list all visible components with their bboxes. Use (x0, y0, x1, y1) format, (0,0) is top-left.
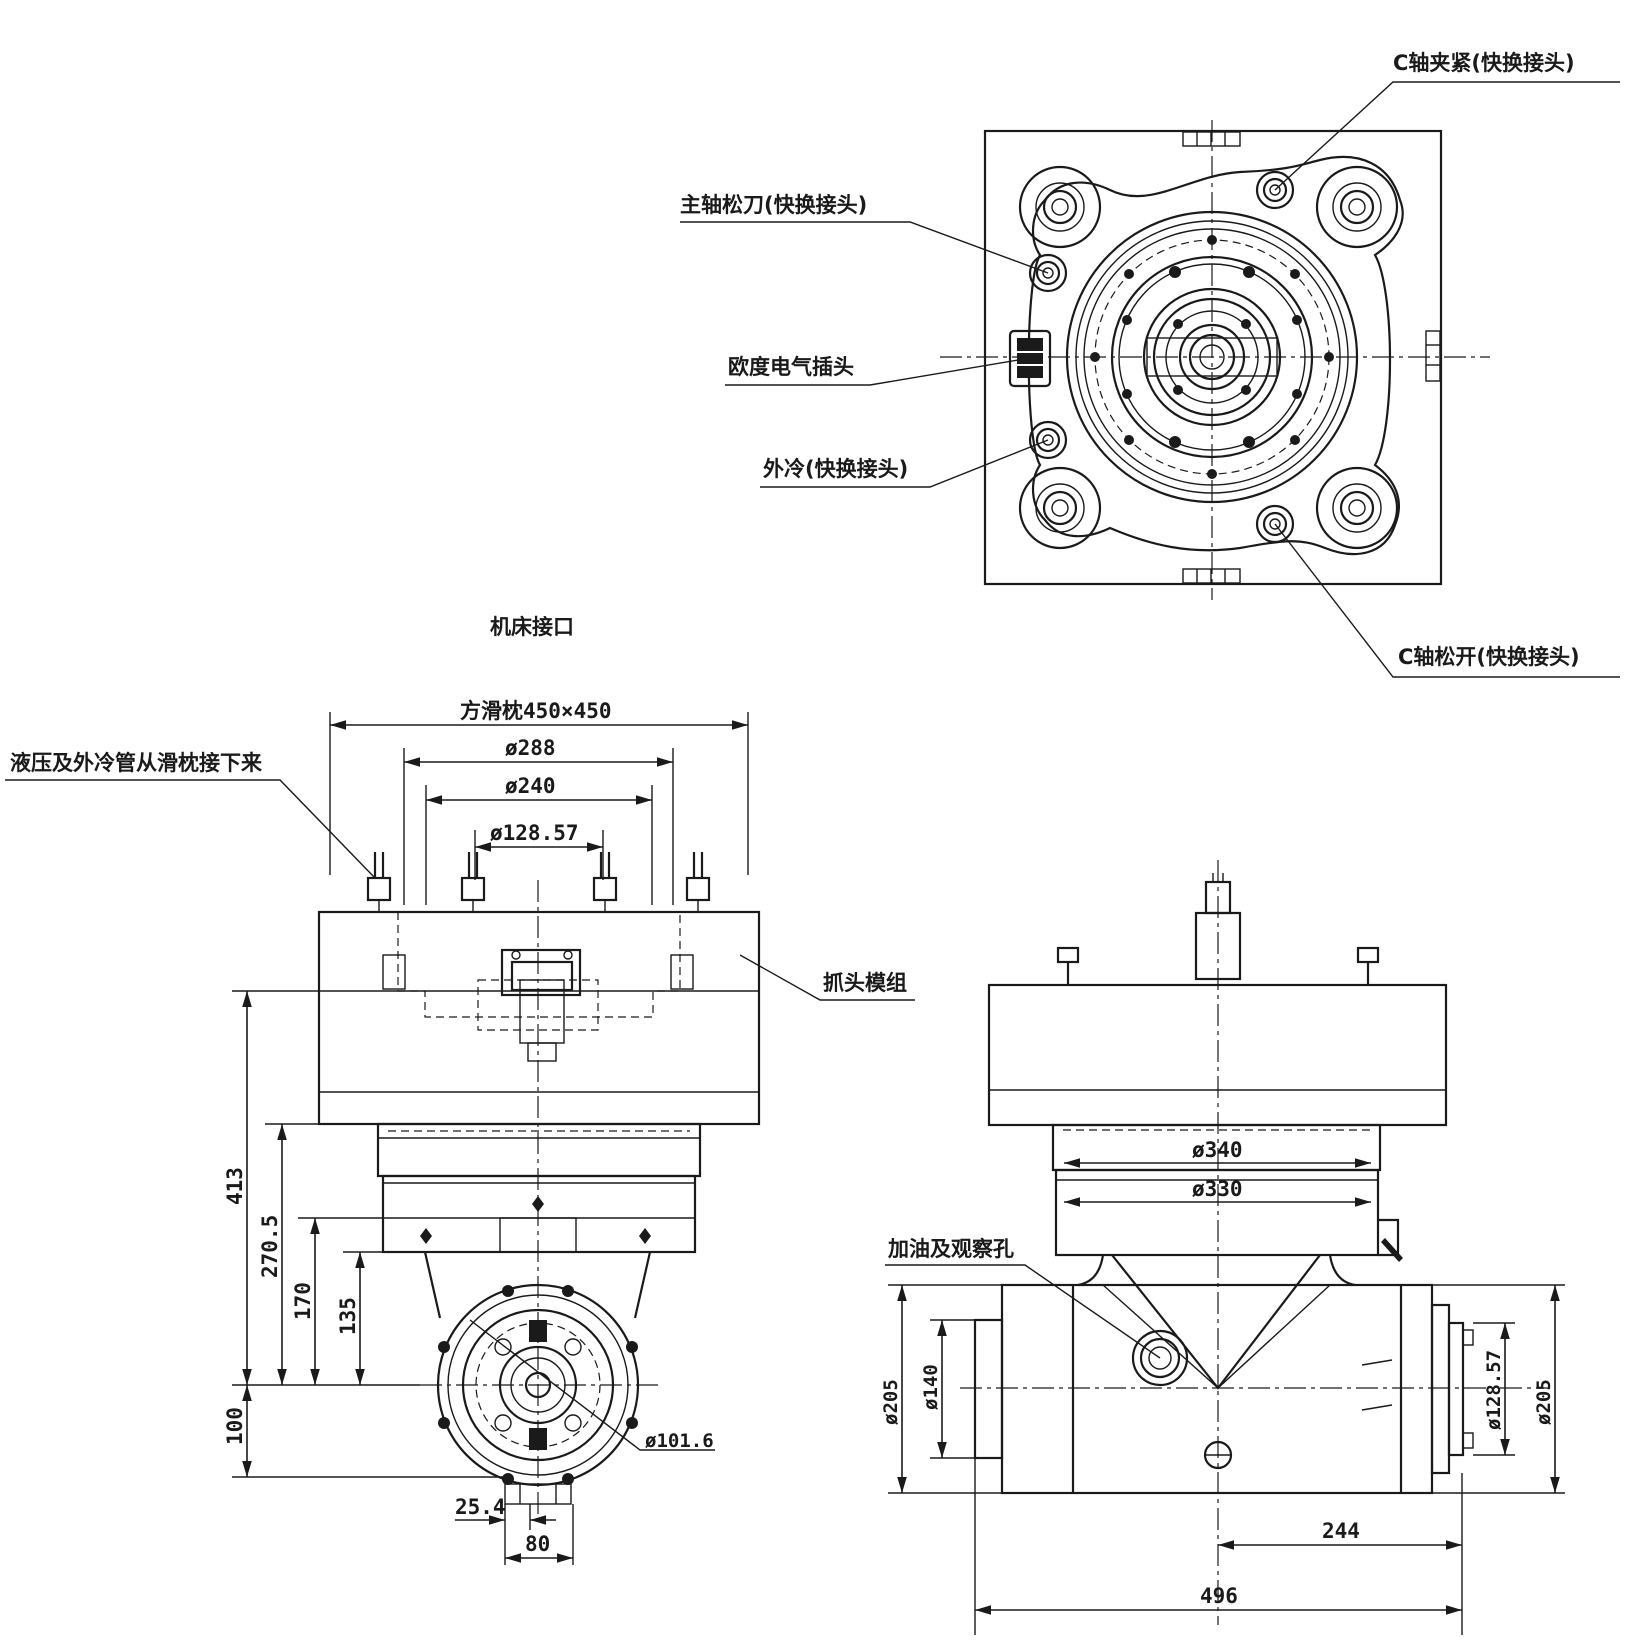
dim-d240: ø240 (505, 774, 556, 798)
coupler-spindle-release (1028, 253, 1068, 293)
dim-d205-right: ø205 (1533, 1379, 1555, 1425)
dim-h270-5: 270.5 (258, 1215, 282, 1278)
top-view (940, 120, 1490, 600)
corner-bolt-tr (1315, 165, 1399, 249)
coupler-external-cooling (1028, 420, 1068, 460)
dim-d288: ø288 (505, 736, 556, 760)
corner-bolt-bl (1018, 466, 1102, 550)
label-hydraulic-lines: 液压及外冷管从滑枕接下来 (10, 751, 263, 775)
side-view (960, 860, 1550, 1625)
dim-h100: 100 (223, 1407, 247, 1445)
label-c-axis-release: C轴松开(快换接头) (1398, 645, 1580, 669)
front-view-annotations: 液压及外冷管从滑枕接下来 抓头模组 (5, 751, 915, 1001)
dim-d101-6: ø101.6 (645, 1430, 714, 1452)
dim-w496: 496 (1200, 1584, 1238, 1608)
side-view-annotations: 加油及观察孔 (885, 1237, 1161, 1359)
dim-d340: ø340 (1192, 1138, 1243, 1162)
front-view-dimensions: 方滑枕450×450 ø288 ø240 ø128.57 413 270.5 1… (223, 699, 749, 1565)
label-c-axis-clamp: C轴夹紧(快换接头) (1393, 51, 1575, 75)
dim-w244: 244 (1322, 1519, 1360, 1543)
label-gripper-module: 抓头模组 (823, 971, 907, 995)
top-pin-1 (366, 852, 392, 912)
dim-d140: ø140 (920, 1364, 942, 1410)
dim-d205-left: ø205 (880, 1379, 902, 1425)
dim-d128-57-right: ø128.57 (1483, 1350, 1505, 1430)
dim-w25-4: 25.4 (455, 1495, 506, 1519)
flange-outline (1027, 155, 1404, 556)
front-view (317, 852, 761, 1520)
dim-h135: 135 (336, 1297, 360, 1335)
side-pin-left (1056, 946, 1080, 985)
right-tab (1425, 330, 1441, 382)
side-view-dimensions: ø340 ø330 ø205 ø140 ø128.57 ø205 244 496 (880, 1138, 1565, 1635)
label-spindle-release: 主轴松刀(快换接头) (680, 193, 867, 217)
dim-d330: ø330 (1192, 1177, 1243, 1201)
coupler-c-release (1255, 504, 1295, 544)
label-euro-connector: 欧度电气插头 (728, 355, 854, 379)
label-external-cooling: 外冷(快换接头) (763, 457, 908, 481)
side-pin-right (1356, 946, 1380, 985)
dim-w80: 80 (525, 1532, 550, 1556)
top-pin-2 (460, 852, 486, 912)
dim-d128-57-top: ø128.57 (490, 821, 579, 845)
oil-port-icon (1131, 1329, 1189, 1387)
top-view-annotations: C轴夹紧(快换接头) 主轴松刀(快换接头) 欧度电气插头 外冷(快换接头) C轴… (490, 51, 1620, 678)
label-oil-port: 加油及观察孔 (887, 1237, 1014, 1261)
top-pin-3 (592, 852, 618, 912)
corner-bolt-br (1315, 466, 1399, 550)
corner-bolt-tl (1018, 165, 1102, 249)
dim-h170: 170 (291, 1282, 315, 1320)
coupler-c-clamp (1255, 170, 1295, 210)
top-pin-4 (685, 852, 711, 912)
label-machine-interface: 机床接口 (490, 615, 574, 639)
dim-ram-size: 方滑枕450×450 (460, 699, 612, 723)
dim-h413: 413 (223, 1167, 247, 1205)
